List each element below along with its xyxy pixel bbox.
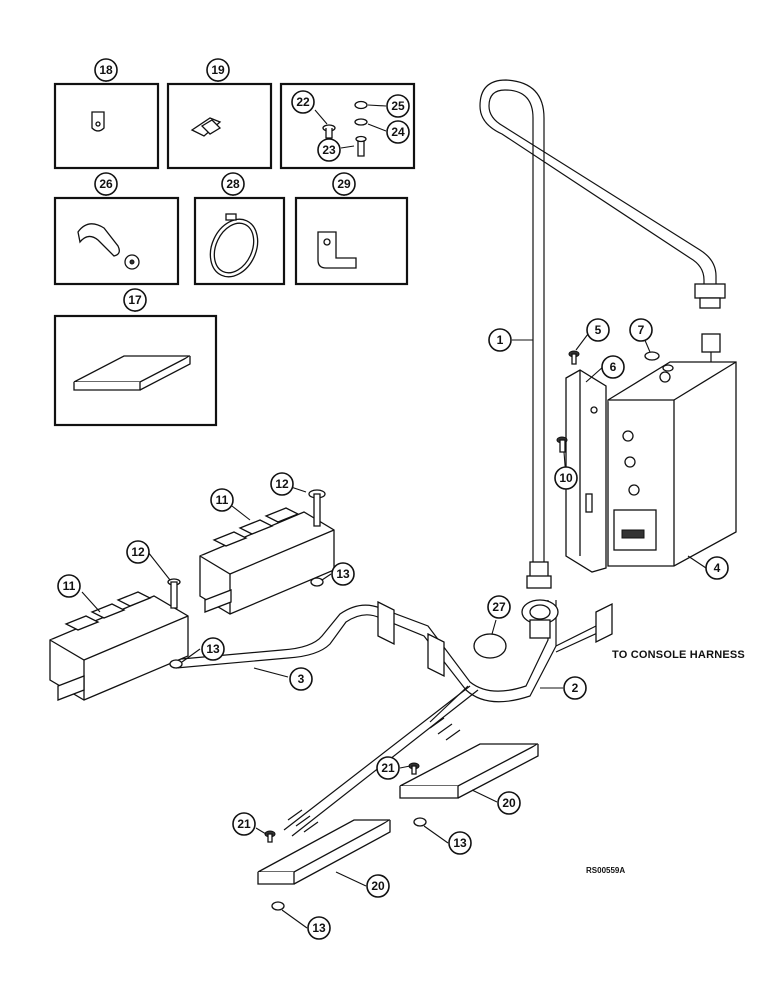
callout-20-lower: 20 [366, 874, 390, 898]
callout-21-upper-label: 21 [381, 761, 395, 775]
callout-6-label: 6 [610, 360, 617, 374]
drawing-reference-code: RS00559A [586, 866, 626, 875]
callout-17-label: 17 [128, 293, 142, 307]
callout-5: 5 [586, 318, 610, 342]
inset-box-18 [53, 82, 160, 170]
relay-20-lower [257, 809, 391, 885]
console-harness-note: TO CONSOLE HARNESS [612, 649, 745, 661]
callout-25: 25 [386, 94, 410, 118]
callout-22: 22 [291, 90, 315, 114]
callout-20-upper-label: 20 [502, 796, 516, 810]
callout-13-upper-label: 13 [336, 567, 350, 581]
callout-12-upper-label: 12 [275, 477, 289, 491]
connectors [377, 599, 613, 678]
inset-box-19 [166, 82, 273, 170]
bolts-12 [167, 489, 326, 609]
callout-26-label: 26 [99, 177, 113, 191]
callout-11-upper-label: 11 [216, 493, 229, 507]
callout-29: 29 [332, 172, 356, 196]
switch-housing-11-lower [49, 591, 189, 701]
callout-23: 23 [317, 138, 341, 162]
callout-11-lower-label: 11 [63, 579, 76, 593]
callout-23-label: 23 [322, 143, 336, 157]
callout-26: 26 [94, 172, 118, 196]
switch-housing-11-upper [199, 507, 335, 615]
callout-13-mid-label: 13 [453, 836, 467, 850]
screw-5 [568, 350, 580, 365]
callout-13-bottom-label: 13 [312, 921, 326, 935]
screw-10 [556, 436, 568, 453]
callout-20-upper: 20 [497, 791, 521, 815]
callout-19: 19 [206, 58, 230, 82]
callout-22-label: 22 [296, 95, 310, 109]
inset-box-26 [53, 196, 180, 286]
callout-7-label: 7 [638, 323, 645, 337]
relay-20-upper [399, 717, 539, 799]
grommet-27 [473, 633, 507, 659]
callout-18: 18 [94, 58, 118, 82]
callout-13-left: 13 [201, 637, 225, 661]
callout-3: 3 [289, 667, 313, 691]
harness-cable-1 [479, 79, 726, 589]
inset-box-17 [53, 314, 218, 427]
callout-1: 1 [488, 328, 512, 352]
callout-4: 4 [705, 556, 729, 580]
callout-12-lower: 12 [126, 540, 150, 564]
callout-13-mid: 13 [448, 831, 472, 855]
callout-28: 28 [221, 172, 245, 196]
callout-28-label: 28 [226, 177, 240, 191]
callout-13-left-label: 13 [206, 642, 220, 656]
callout-2: 2 [563, 676, 587, 700]
callout-4-label: 4 [714, 561, 721, 575]
callout-10-label: 10 [559, 471, 573, 485]
callout-19-label: 19 [211, 63, 225, 77]
callout-20-lower-label: 20 [371, 879, 385, 893]
callout-24: 24 [386, 120, 410, 144]
callout-11-upper: 11 [210, 488, 234, 512]
callout-21-upper: 21 [376, 756, 400, 780]
callout-27: 27 [487, 595, 511, 619]
control-module-4 [607, 361, 737, 567]
callout-2-label: 2 [572, 681, 579, 695]
callout-18-label: 18 [99, 63, 113, 77]
callout-21-lower: 21 [232, 812, 256, 836]
callout-13-bottom: 13 [307, 916, 331, 940]
callout-21-lower-label: 21 [237, 817, 251, 831]
callout-12-lower-label: 12 [131, 545, 145, 559]
callout-13-upper: 13 [331, 562, 355, 586]
inset-box-29 [294, 196, 409, 286]
callout-27-label: 27 [492, 600, 506, 614]
callout-3-label: 3 [298, 672, 305, 686]
callout-7: 7 [629, 318, 653, 342]
callout-11-lower: 11 [57, 574, 81, 598]
callout-1-label: 1 [497, 333, 504, 347]
inset-box-28 [193, 196, 286, 286]
nuts-13 [169, 577, 427, 911]
mounting-bracket-6 [565, 369, 607, 573]
callout-24-label: 24 [391, 125, 405, 139]
callout-25-label: 25 [391, 99, 405, 113]
callout-17: 17 [123, 288, 147, 312]
callout-10: 10 [554, 466, 578, 490]
callout-29-label: 29 [337, 177, 351, 191]
callout-12-upper: 12 [270, 472, 294, 496]
plug-7 [644, 351, 660, 361]
callout-5-label: 5 [595, 323, 602, 337]
callout-6: 6 [601, 355, 625, 379]
